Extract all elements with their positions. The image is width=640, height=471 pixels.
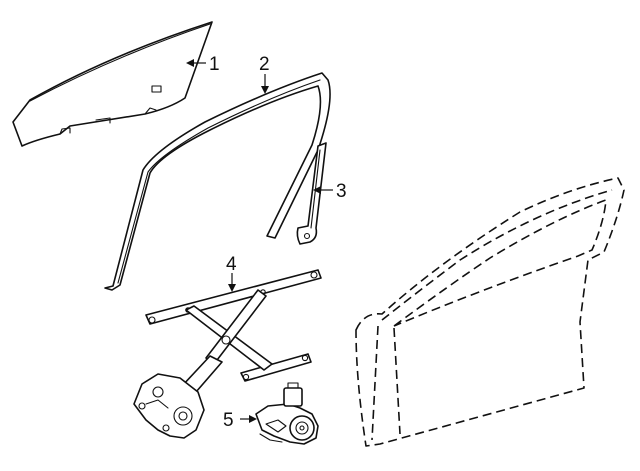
regulator-motor[interactable] xyxy=(255,382,319,445)
callout-5: 5 xyxy=(223,410,234,431)
callout-1: 1 xyxy=(209,54,220,75)
door-glass[interactable] xyxy=(12,21,213,147)
callout-4: 4 xyxy=(226,254,237,275)
front-door-outline xyxy=(355,177,625,447)
callout-arrows xyxy=(186,59,333,423)
callout-3: 3 xyxy=(336,181,347,202)
glass-run-channel[interactable] xyxy=(104,72,331,291)
window-regulator[interactable] xyxy=(133,269,322,439)
callout-2: 2 xyxy=(259,54,270,75)
